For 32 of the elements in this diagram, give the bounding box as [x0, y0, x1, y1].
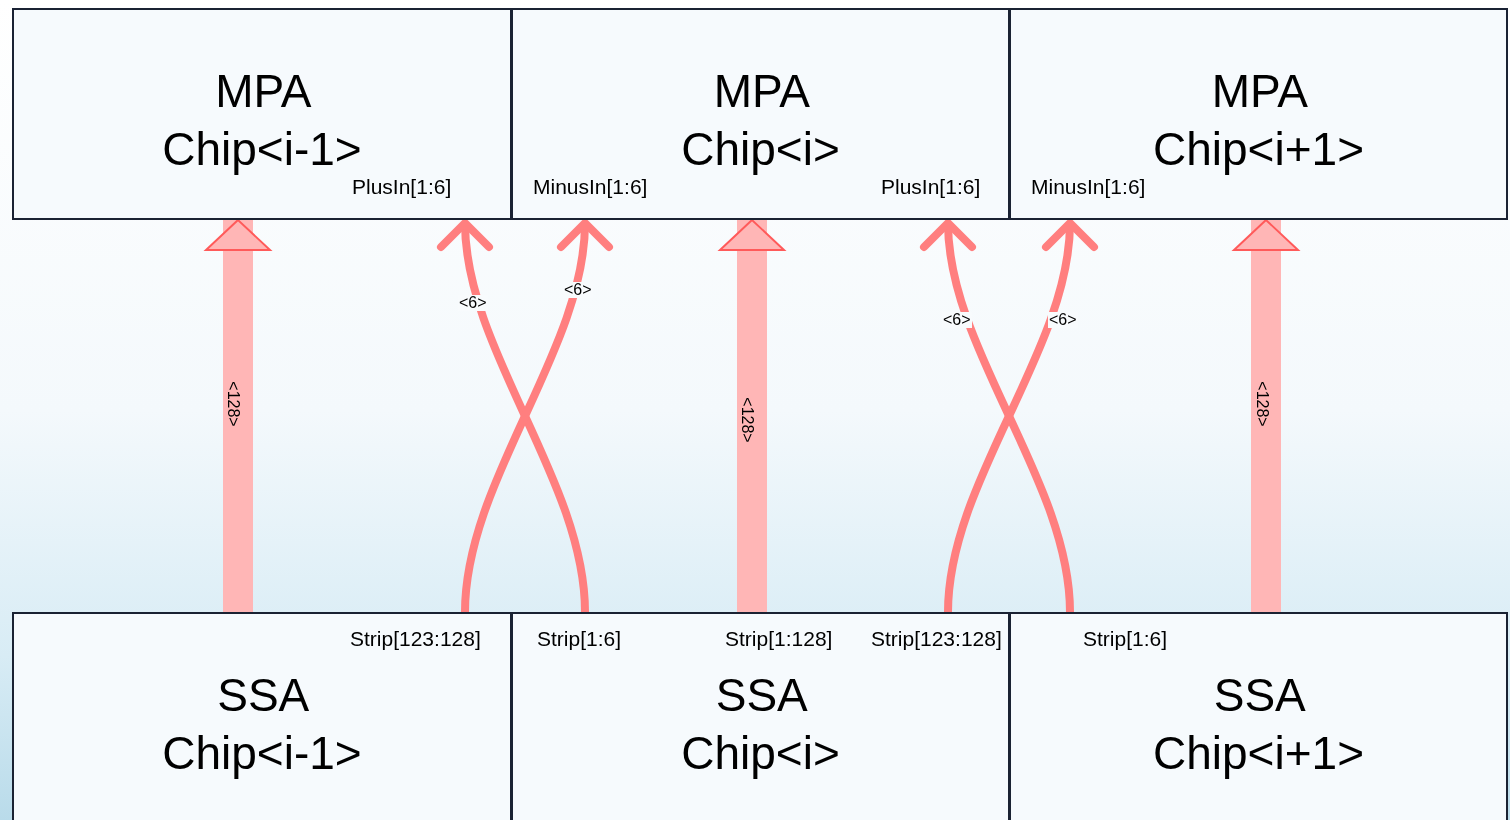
- chip-box: [511, 612, 1010, 820]
- arrow: [944, 219, 1097, 613]
- port-label: PlusIn[1:6]: [881, 175, 981, 199]
- port-label: Strip[1:128]: [725, 627, 833, 651]
- port-label: Strip[1:6]: [537, 627, 622, 651]
- arrow: [205, 219, 271, 612]
- arrow: [921, 219, 1074, 613]
- chip-box: [511, 8, 1010, 220]
- chip-box: [1009, 612, 1508, 820]
- port-label: MinusIn[1:6]: [533, 175, 648, 199]
- arrow: [461, 219, 612, 613]
- port-label: Strip[123:128]: [350, 627, 481, 651]
- chip-title: MPA Chip<i+1>: [1153, 64, 1364, 177]
- port-label: Strip[1:6]: [1083, 627, 1168, 651]
- port-label: MinusIn[1:6]: [1031, 175, 1146, 199]
- arrow: [1233, 219, 1299, 612]
- port-label: Strip[123:128]: [871, 627, 1002, 651]
- arrow: [719, 219, 785, 612]
- edge-label: <6>: [1048, 312, 1078, 328]
- chip-box: [12, 8, 512, 220]
- arrow: [438, 219, 589, 613]
- chip-title: MPA Chip<i>: [681, 64, 840, 177]
- port-label: PlusIn[1:6]: [352, 175, 452, 199]
- edge-label: <6>: [563, 282, 593, 298]
- edge-label: <6>: [458, 295, 488, 311]
- chip-title: SSA Chip<i-1>: [162, 668, 362, 781]
- chip-title: SSA Chip<i+1>: [1153, 668, 1364, 781]
- chip-title: SSA Chip<i>: [681, 668, 840, 781]
- edge-label: <6>: [942, 312, 972, 328]
- chip-title: MPA Chip<i-1>: [162, 64, 362, 177]
- chip-box: [1009, 8, 1508, 220]
- chip-box: [12, 612, 512, 820]
